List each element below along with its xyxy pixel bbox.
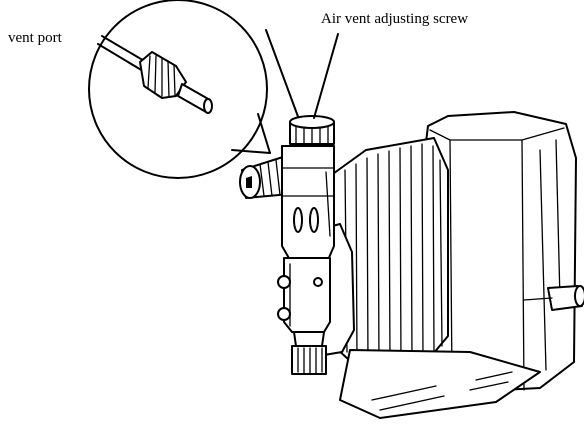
pump-head (239, 115, 335, 375)
vent-port-label: vent port (8, 30, 62, 46)
screw-leader-line (313, 33, 339, 119)
air-vent-screw-label: Air vent adjusting screw (321, 11, 469, 27)
vent-port-detail (88, 0, 301, 179)
cooling-fins (344, 143, 443, 365)
pump-body (299, 111, 584, 419)
